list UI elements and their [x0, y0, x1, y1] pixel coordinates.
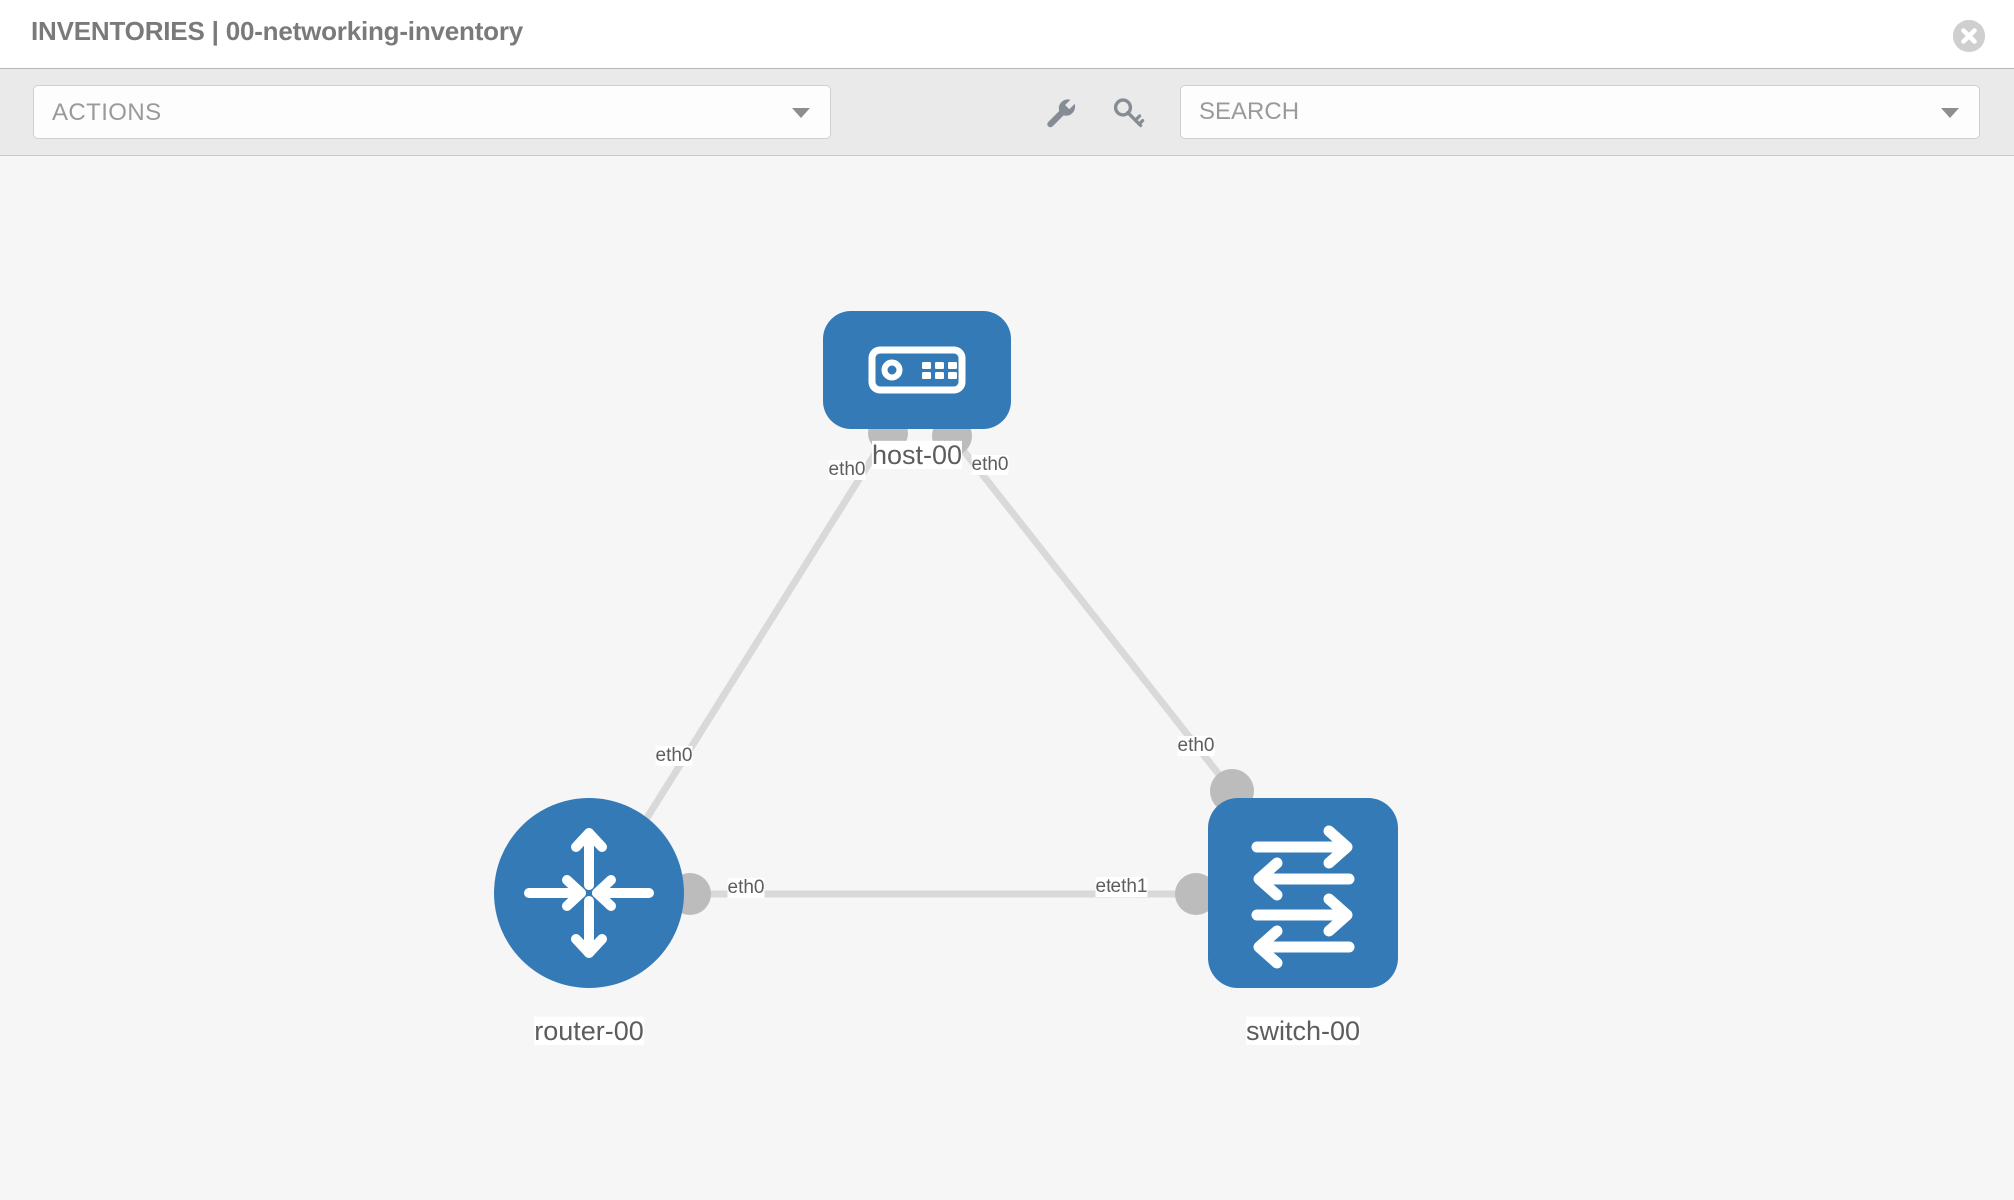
actions-dropdown[interactable]: ACTIONS — [33, 85, 831, 139]
close-icon[interactable] — [1953, 20, 1985, 52]
topology-canvas[interactable]: host-00 router-00 switch-00 eth0 eth0 et… — [0, 157, 2014, 1200]
iface-label-host-eth0-right: eth0 — [971, 454, 1009, 476]
page-title: INVENTORIES | 00-networking-inventory — [31, 16, 524, 46]
link-host-router — [637, 431, 891, 831]
iface-label-host-eth0-left: eth0 — [828, 459, 866, 481]
node-label-router: router-00 — [534, 1015, 644, 1046]
iface-label-switch-eth0-up: eth0 — [1177, 735, 1215, 757]
link-host-switch — [949, 433, 1235, 794]
iface-label-switch-eth1: eth1 — [1110, 876, 1148, 898]
interface-connector — [1175, 873, 1217, 915]
search-field[interactable] — [1180, 85, 1980, 139]
window-header: INVENTORIES | 00-networking-inventory — [0, 0, 2014, 69]
search-input[interactable] — [1181, 86, 1941, 138]
interface-layer — [669, 413, 1254, 915]
node-label-host: host-00 — [871, 439, 963, 470]
router-four-arrows-icon — [524, 828, 654, 958]
switch-arrows-icon — [1251, 825, 1355, 969]
wrench-icon[interactable] — [1043, 95, 1079, 131]
link-layer — [637, 431, 1235, 898]
topology-graph — [494, 311, 1398, 988]
actions-dropdown-label: ACTIONS — [52, 99, 162, 126]
chevron-down-icon — [792, 108, 810, 118]
server-appliance-icon — [868, 346, 966, 394]
node-router-00[interactable] — [494, 798, 684, 988]
node-switch-00[interactable] — [1208, 798, 1398, 988]
iface-label-router-eth0-right: eth0 — [727, 877, 765, 899]
node-label-switch: switch-00 — [1245, 1015, 1361, 1046]
toolbar: ACTIONS — [0, 69, 2014, 156]
chevron-down-icon[interactable] — [1941, 108, 1959, 118]
node-host-00[interactable] — [823, 311, 1011, 429]
iface-label-router-eth0-up: eth0 — [655, 745, 693, 767]
key-icon[interactable] — [1110, 95, 1146, 131]
